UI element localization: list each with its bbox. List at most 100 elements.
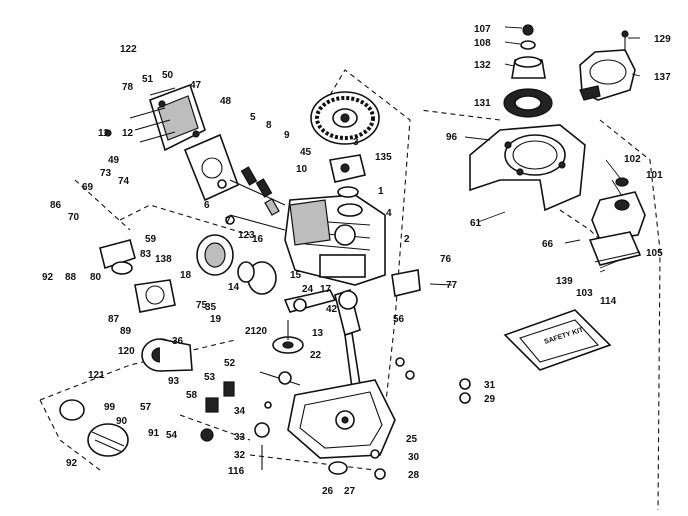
label-83: 83 (140, 249, 152, 260)
label-3: 3 (353, 137, 359, 148)
label-33: 33 (234, 432, 246, 443)
label-76: 76 (440, 254, 452, 265)
label-4: 4 (386, 208, 392, 219)
label-137: 137 (654, 72, 671, 83)
label-1: 1 (378, 186, 384, 197)
label-123: 123 (238, 230, 255, 241)
label-49: 49 (108, 155, 120, 166)
label-87: 87 (108, 314, 120, 325)
label-132: 132 (474, 60, 491, 71)
label-11: 11 (98, 128, 109, 139)
label-69: 69 (82, 182, 94, 193)
label-57: 57 (140, 402, 152, 413)
head-bolts (104, 87, 176, 143)
label-10: 10 (296, 164, 308, 175)
crankshaft (334, 288, 361, 390)
label-74: 74 (118, 176, 130, 187)
label-78: 78 (122, 82, 134, 93)
label-58: 58 (186, 390, 198, 401)
label-135: 135 (375, 152, 392, 163)
label-70: 70 (68, 212, 80, 223)
label-92b: 92 (66, 458, 78, 469)
right-hardware (328, 357, 471, 480)
label-24: 24 (302, 284, 314, 295)
label-leaders (429, 26, 641, 286)
label-122: 122 (120, 44, 137, 55)
label-91: 91 (148, 428, 160, 439)
label-73: 73 (100, 168, 112, 179)
label-129: 129 (654, 34, 671, 45)
label-59: 59 (145, 234, 157, 245)
label-108: 108 (474, 38, 491, 49)
label-25: 25 (406, 434, 418, 445)
label-18: 18 (180, 270, 192, 281)
label-120: 120 (118, 346, 135, 357)
air-cleaner-base (588, 231, 642, 266)
label-19: 19 (210, 314, 222, 325)
air-cleaner (591, 177, 646, 241)
label-6: 6 (204, 200, 210, 211)
label-51: 51 (142, 74, 154, 85)
label-27: 27 (344, 486, 356, 497)
plate-76 (391, 269, 421, 297)
label-90: 90 (116, 416, 128, 427)
muffler (196, 234, 234, 276)
label-47: 47 (190, 80, 202, 91)
label-101: 101 (646, 170, 663, 181)
label-52: 52 (224, 358, 236, 369)
label-2: 2 (404, 234, 410, 245)
label-22: 22 (310, 350, 322, 361)
label-139: 139 (556, 276, 573, 287)
label-77: 77 (446, 280, 458, 291)
valve-train (217, 166, 286, 231)
label-15: 15 (290, 270, 302, 281)
label-17a: 17 (320, 284, 332, 295)
label-31: 31 (484, 380, 496, 391)
label-107: 107 (474, 24, 491, 35)
blower-housing (469, 124, 586, 212)
label-42: 42 (326, 304, 338, 315)
label-20: 20 (256, 326, 268, 337)
label-92a: 92 (42, 272, 54, 283)
label-36: 36 (172, 336, 184, 347)
small-hardware (200, 381, 272, 470)
label-5: 5 (250, 112, 256, 123)
label-30: 30 (408, 452, 420, 463)
label-34: 34 (234, 406, 246, 417)
cylinder-head (149, 83, 206, 152)
starter-pulley-stack (503, 24, 553, 118)
label-13: 13 (312, 328, 324, 339)
label-86: 86 (50, 200, 62, 211)
label-53: 53 (204, 372, 216, 383)
cam-gear (272, 320, 304, 354)
label-14: 14 (228, 282, 240, 293)
label-35: 35 (205, 302, 217, 313)
flywheel (310, 91, 380, 145)
label-80: 80 (90, 272, 102, 283)
breather-assembly (99, 239, 176, 313)
governor-rod (259, 371, 301, 386)
label-96: 96 (446, 132, 458, 143)
label-102: 102 (624, 154, 641, 165)
label-50: 50 (162, 70, 174, 81)
label-32: 32 (234, 450, 246, 461)
label-75: 75 (196, 300, 208, 311)
label-66: 66 (542, 239, 554, 250)
label-89: 89 (120, 326, 132, 337)
label-61: 61 (470, 218, 482, 229)
label-45: 45 (300, 147, 312, 158)
engine-block (284, 194, 386, 286)
label-88: 88 (65, 272, 77, 283)
oil-base (287, 379, 396, 459)
fuel-parts (59, 399, 129, 457)
part-labels: 122 78 51 50 47 48 5 8 9 10 6 7 12 11 49… (42, 24, 671, 497)
label-105: 105 (646, 248, 663, 259)
starter-motor (141, 338, 193, 372)
label-7: 7 (225, 216, 231, 227)
connecting-rod (283, 289, 337, 313)
label-12: 12 (122, 128, 134, 139)
label-103: 103 (576, 288, 593, 299)
carburetor-spacer (237, 261, 277, 295)
label-121: 121 (88, 370, 105, 381)
